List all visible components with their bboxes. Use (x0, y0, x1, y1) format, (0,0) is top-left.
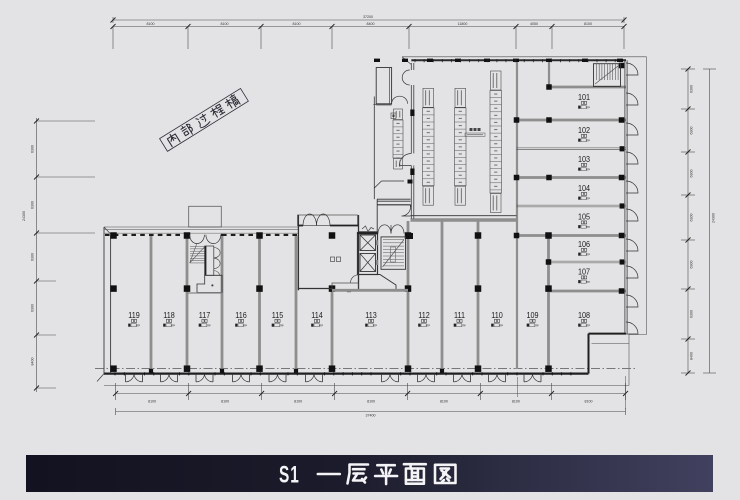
svg-text:6300: 6300 (690, 310, 694, 318)
svg-text:37400: 37400 (366, 414, 376, 418)
svg-text:116: 116 (235, 310, 247, 320)
svg-text:6300: 6300 (690, 214, 694, 222)
svg-text:m²: m² (586, 280, 590, 284)
svg-text:m²: m² (136, 323, 140, 327)
svg-text:118: 118 (163, 310, 175, 320)
svg-text:117: 117 (199, 310, 211, 320)
svg-text:m²: m² (243, 323, 247, 327)
svg-text:8100: 8100 (440, 400, 448, 404)
svg-text:8400: 8400 (31, 358, 35, 366)
svg-text:m²: m² (462, 323, 466, 327)
svg-text:105: 105 (578, 212, 591, 222)
svg-text:m²: m² (586, 196, 590, 200)
svg-text:6300: 6300 (31, 304, 35, 312)
svg-text:8100: 8100 (221, 22, 229, 26)
svg-text:m²: m² (207, 323, 211, 327)
svg-text:6300: 6300 (31, 253, 35, 261)
svg-text:107: 107 (578, 267, 591, 277)
svg-text:S1: S1 (279, 461, 300, 489)
svg-text:110: 110 (491, 310, 503, 320)
svg-text:8400: 8400 (690, 352, 694, 360)
svg-text:6300: 6300 (690, 170, 694, 178)
svg-text:6300: 6300 (690, 261, 694, 269)
svg-text:115: 115 (272, 310, 284, 320)
svg-text:m²: m² (586, 323, 590, 327)
svg-text:8100: 8100 (512, 400, 520, 404)
svg-text:m²: m² (586, 225, 590, 229)
svg-text:24300: 24300 (22, 211, 26, 221)
svg-text:8100: 8100 (148, 400, 156, 404)
svg-text:m²: m² (373, 323, 377, 327)
svg-text:109: 109 (526, 310, 539, 320)
svg-text:8100: 8100 (293, 22, 301, 26)
svg-text:114: 114 (311, 310, 323, 320)
svg-text:m²: m² (319, 323, 323, 327)
svg-text:101: 101 (578, 92, 591, 102)
svg-text:103: 103 (578, 154, 591, 164)
svg-text:6300: 6300 (690, 85, 694, 93)
svg-text:119: 119 (128, 310, 140, 320)
svg-text:24300: 24300 (712, 213, 716, 223)
svg-text:8100: 8100 (367, 400, 375, 404)
svg-text:m²: m² (586, 105, 590, 109)
svg-text:37200: 37200 (363, 15, 373, 19)
svg-text:8100: 8100 (294, 400, 302, 404)
svg-text:102: 102 (578, 125, 591, 135)
svg-text:11800: 11800 (458, 22, 468, 26)
svg-text:6300: 6300 (31, 145, 35, 153)
svg-text:8400: 8400 (367, 22, 375, 26)
svg-text:111: 111 (454, 310, 466, 320)
svg-text:m²: m² (171, 323, 175, 327)
svg-text:m²: m² (586, 252, 590, 256)
svg-text:8100: 8100 (585, 400, 593, 404)
svg-text:108: 108 (578, 310, 591, 320)
svg-text:8100: 8100 (147, 22, 155, 26)
svg-text:m²: m² (280, 323, 284, 327)
svg-text:m²: m² (499, 323, 503, 327)
svg-text:4050: 4050 (530, 22, 538, 26)
svg-text:112: 112 (418, 310, 430, 320)
svg-text:113: 113 (365, 310, 377, 320)
svg-text:6300: 6300 (31, 201, 35, 209)
svg-text:106: 106 (578, 239, 591, 249)
svg-text:m²: m² (535, 323, 539, 327)
svg-text:8100: 8100 (221, 400, 229, 404)
svg-text:104: 104 (578, 183, 591, 193)
svg-text:m²: m² (586, 138, 590, 142)
svg-text:6300: 6300 (690, 127, 694, 135)
svg-text:m²: m² (586, 167, 590, 171)
svg-text:8100: 8100 (584, 22, 592, 26)
svg-text:m²: m² (426, 323, 430, 327)
